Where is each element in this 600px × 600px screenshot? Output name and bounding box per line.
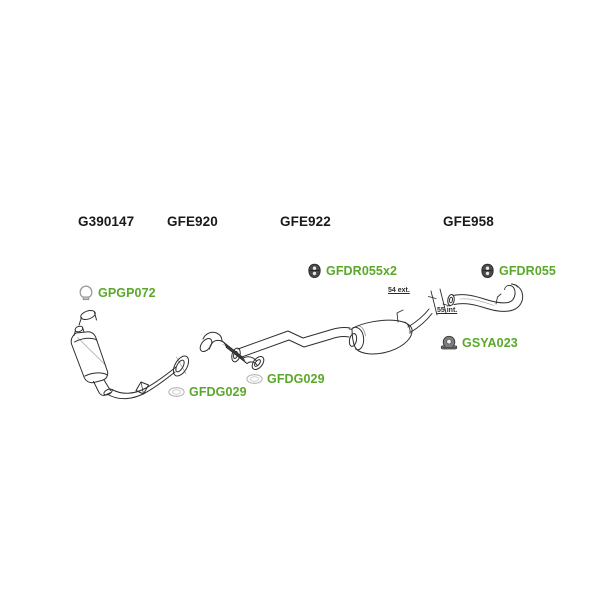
rubber-mount-icon <box>307 263 322 279</box>
accessory-label-gfdg029-upper[interactable]: GFDG029 <box>246 372 325 386</box>
clamp-ring-icon <box>78 284 94 301</box>
accessory-label-gfdg029-lower[interactable]: GFDG029 <box>168 385 247 399</box>
rubber-mount-icon <box>480 263 495 279</box>
rubber-hanger-icon <box>440 335 458 351</box>
gasket-ring-icon <box>168 386 185 398</box>
centre-silencer-drawing <box>231 308 433 363</box>
dimension-label-outer-diameter: 54 ext. <box>388 287 410 294</box>
catalytic-converter-drawing <box>70 310 190 400</box>
gasket-ring-icon <box>246 373 263 385</box>
accessory-text-gfdr055x2: GFDR055x2 <box>326 264 398 278</box>
accessory-text-gfdg029-lower: GFDG029 <box>189 385 247 399</box>
dimension-label-inner-diameter: 55 int. <box>437 307 458 314</box>
section-break-marks <box>428 288 451 316</box>
accessory-text-gfdr055: GFDR055 <box>499 264 556 278</box>
accessory-text-gsya023: GSYA023 <box>462 336 518 350</box>
part-label-flex-pipe: GFE920 <box>167 214 218 229</box>
rear-tailpipe-drawing <box>447 283 524 312</box>
part-label-catalytic-converter: G390147 <box>78 214 135 229</box>
accessory-text-gfdg029-upper: GFDG029 <box>267 372 325 386</box>
accessory-label-gfdr055[interactable]: GFDR055 <box>480 263 556 279</box>
accessory-label-gsya023[interactable]: GSYA023 <box>440 335 518 351</box>
accessory-label-gfdr055x2[interactable]: GFDR055x2 <box>307 263 397 279</box>
accessory-label-gpgp072[interactable]: GPGP072 <box>78 284 156 301</box>
part-label-rear-tailpipe: GFE958 <box>443 214 494 229</box>
accessory-text-gpgp072: GPGP072 <box>98 285 156 300</box>
part-label-centre-silencer: GFE922 <box>280 214 331 229</box>
